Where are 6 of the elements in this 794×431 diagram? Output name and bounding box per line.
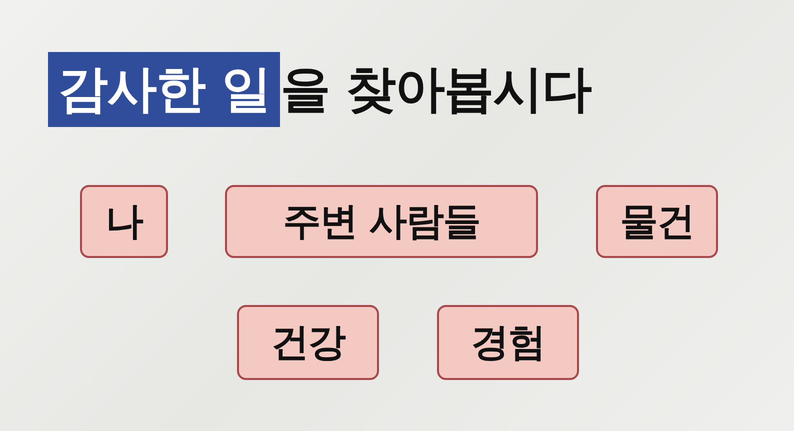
category-box: 건강: [237, 305, 379, 380]
category-box: 물건: [596, 185, 718, 258]
category-box: 나: [80, 185, 168, 258]
title: 감사한 일을 찾아봅시다: [48, 52, 591, 127]
category-box: 경험: [437, 305, 579, 380]
category-box: 주변 사람들: [225, 185, 538, 258]
